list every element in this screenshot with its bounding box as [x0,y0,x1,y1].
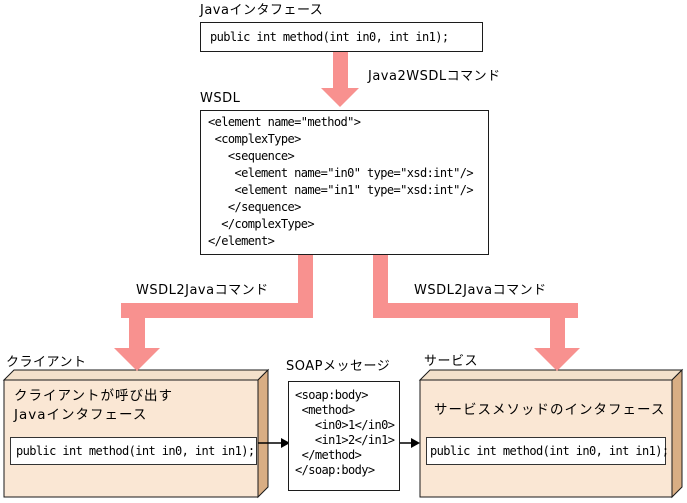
client-box-top-face [2,369,270,381]
service-label: サービス [424,354,479,369]
soap-message-box: <soap:body> <method> <in0>1</in0> <in1>2… [288,381,400,491]
service-box-title: サービスメソッドのインタフェース [434,402,666,418]
service-3d-box [418,368,684,499]
client-label: クライアント [6,355,87,370]
service-code: public int method(int in0, int in1); [430,443,669,458]
soap-message-label: SOAPメッセージ [286,359,391,374]
client-code-box: public int method(int in0, int in1); [10,437,257,465]
connector-soap-to-service [400,438,420,448]
client-box-side-face [257,368,269,499]
elbow-arrow-wsdl-to-service [373,255,580,371]
java-interface-code-box: public int method(int in0, int in1); [200,22,483,52]
service-code-box: public int method(int in0, int in1); [426,437,669,465]
wsdl-code: <element name="method"> <complexType> <s… [208,115,474,248]
arrowhead-right-icon [281,438,290,448]
wsdl2java-command-label-left: WSDL2Javaコマンド [136,283,269,298]
down-arrow-java-to-wsdl [321,52,359,107]
connector-client-to-soap [258,438,290,448]
wsdl-label: WSDL [200,91,241,106]
client-code: public int method(int in0, int in1); [16,443,255,458]
wsdl-code-box: <element name="method"> <complexType> <s… [200,110,489,255]
arrowhead-right-icon [411,438,420,448]
wsdl2java-command-label-right: WSDL2Javaコマンド [414,283,547,298]
service-box-side-face [671,368,683,499]
java-interface-label: Javaインタフェース [200,3,324,18]
client-box-title: クライアントが呼び出す Javaインタフェース [14,388,173,423]
java2wsdl-command-label: Java2WSDLコマンド [368,69,501,84]
elbow-arrow-wsdl-to-client [114,255,313,371]
soap-message-code: <soap:body> <method> <in0>1</in0> <in1>2… [295,388,395,477]
service-box-top-face [418,369,684,381]
java-interface-code: public int method(int in0, int in1); [210,29,449,44]
